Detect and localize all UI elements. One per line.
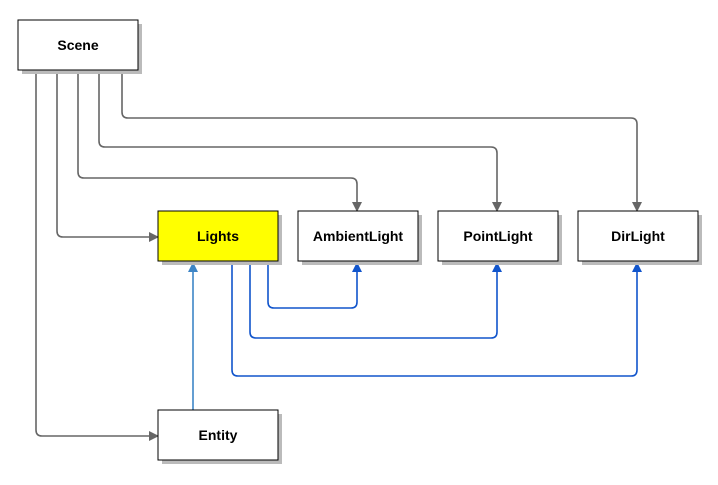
node-scene-label: Scene [57,37,98,53]
node-scene[interactable]: Scene [17,19,142,74]
edge-scene-to-ambient [77,72,362,212]
edge-lights-to-ambient [267,262,362,309]
edge-scene-to-entity [35,72,159,441]
node-dir-light-box [577,210,699,262]
edges-layer [35,72,642,441]
node-scene-box [17,19,139,71]
node-ambient-light-label: AmbientLight [313,228,404,244]
node-point-light[interactable]: PointLight [437,210,562,265]
edge-lights-to-dir [231,262,642,377]
edge-lights-to-point [249,262,502,339]
node-dir-light-label: DirLight [611,228,665,244]
node-lights[interactable]: Lights [157,210,282,265]
edge-scene-to-point [98,72,502,212]
edge-scene-to-lights [56,72,159,242]
edge-scene-to-dir [121,72,642,212]
node-lights-label: Lights [197,228,239,244]
node-ambient-light-box [297,210,419,262]
node-dir-light[interactable]: DirLight [577,210,702,265]
node-point-light-label: PointLight [463,228,533,244]
node-entity[interactable]: Entity [157,409,282,464]
node-lights-box [157,210,279,262]
node-ambient-light[interactable]: AmbientLight [297,210,422,265]
node-entity-label: Entity [199,427,238,443]
nodes-layer: Scene Lights AmbientLight PointLight Dir… [17,19,702,464]
node-point-light-box [437,210,559,262]
node-entity-box [157,409,279,461]
